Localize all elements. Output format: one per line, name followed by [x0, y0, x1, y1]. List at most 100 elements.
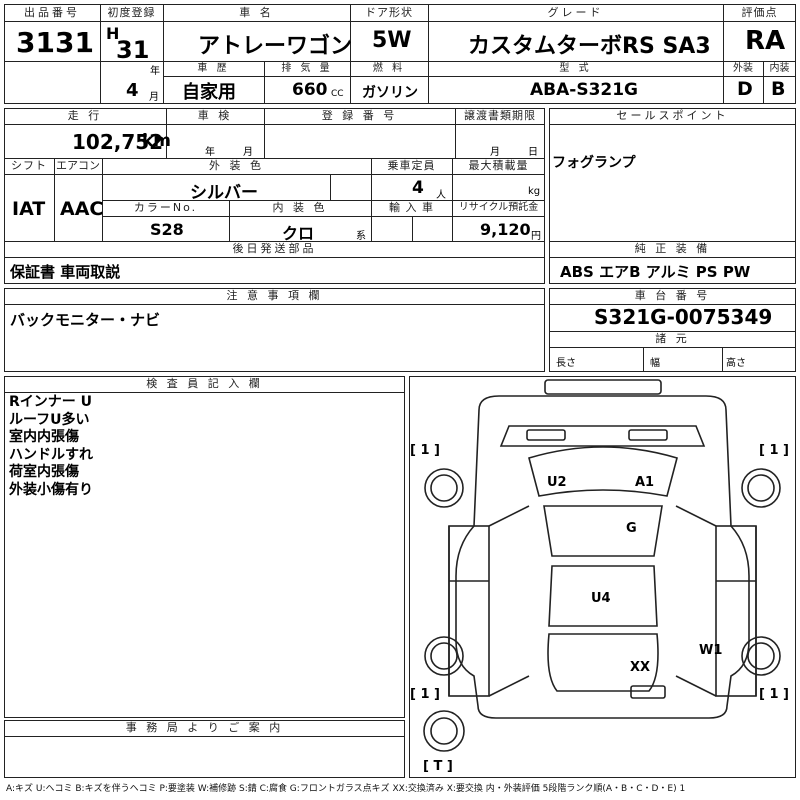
sales-point-label: セールスポイント	[616, 109, 729, 122]
damage-legend: A:キズ U:ヘコミ B:キズを伴うヘコミ P:要塗装 W:補修跡 S:錆 C:…	[6, 784, 686, 794]
score-label: 評価点	[741, 6, 778, 19]
header-block	[4, 4, 796, 104]
inspector-line: Rインナー U	[9, 394, 93, 410]
displacement-value: 660	[292, 80, 328, 100]
mark-w1: W1	[699, 643, 722, 658]
reg-number-label: 登 録 番 号	[321, 109, 398, 122]
chassis-value: S321G-0075349	[594, 305, 773, 329]
header-divider	[4, 21, 796, 22]
load-unit: kg	[528, 186, 541, 197]
interior-label: 内装	[769, 63, 790, 74]
shift-label: シフト	[11, 159, 47, 172]
mark-a1: A1	[635, 475, 654, 490]
grade-value: カスタムターボRS SA3	[468, 34, 711, 59]
mileage-label: 走 行	[67, 109, 103, 122]
shift-value: IAT	[12, 198, 46, 220]
recycle-unit: 円	[531, 231, 541, 242]
recycle-value: 9,120	[480, 220, 531, 239]
mark-u4: U4	[591, 591, 611, 606]
sales-point-block	[549, 108, 796, 284]
exterior-value: D	[737, 78, 753, 100]
exterior-label: 外装	[733, 63, 753, 74]
inspector-label: 検 査 員 記 入 欄	[146, 377, 263, 390]
ac-label: エアコン	[56, 159, 100, 172]
history-value: 自家用	[182, 82, 236, 103]
capacity-label: 乗車定員	[387, 159, 436, 172]
load-label: 最大積載量	[468, 159, 529, 172]
office-block	[4, 720, 405, 778]
interior-value: B	[771, 78, 786, 100]
color-no-label: カラーNo.	[133, 201, 198, 214]
later-parts-label: 後日発送部品	[232, 242, 317, 255]
import-label: 輸 入 車	[389, 201, 434, 214]
tire-tl-label: [ 1 ]	[410, 443, 440, 458]
inspector-line: 外装小傷有り	[9, 481, 93, 498]
width-label: 幅	[650, 358, 660, 369]
inspector-line: 室内内張傷	[9, 429, 79, 445]
door-label: ドア形状	[365, 6, 413, 19]
model-label: 型 式	[559, 63, 592, 74]
mark-g: G	[626, 521, 637, 536]
notes-value: バックモニター・ナビ	[10, 311, 161, 329]
inspection-year-unit: 年	[205, 147, 215, 158]
length-label: 長さ	[556, 358, 576, 369]
car-name-label: 車 名	[239, 6, 274, 19]
ext-color-label: 外 装 色	[209, 159, 264, 172]
height-label: 高さ	[726, 358, 746, 369]
spare-label: [ T ]	[423, 759, 453, 774]
recycle-label: リサイクル預託金	[458, 202, 539, 213]
main-info-block	[4, 108, 545, 284]
lot-number-label: 出品番号	[24, 6, 80, 19]
lot-number: 3131	[16, 26, 94, 59]
chassis-block	[549, 288, 796, 372]
transfer-day-unit: 日	[528, 147, 538, 158]
car-diagram: U2 A1 G U4 W1 XX [ 1 ] [ 1 ] [ 1 ] [ 1 ]…	[410, 379, 789, 774]
inspector-line: ハンドルすれ	[9, 446, 93, 463]
transfer-month-unit: 月	[490, 147, 500, 158]
car-diagram-block	[409, 376, 796, 778]
ac-value: AAC	[60, 198, 104, 220]
int-color-value: クロ	[282, 224, 315, 243]
displacement-label: 排 気 量	[281, 63, 333, 74]
era: H	[106, 24, 120, 43]
notes-block	[4, 288, 545, 372]
sales-point-value: フォグランプ	[552, 155, 636, 171]
mark-xx: XX	[630, 660, 650, 675]
car-name: アトレーワゴン	[198, 34, 353, 59]
inspector-notes: Rインナー U ルーフU多い 室内内張傷 ハンドルすれ 荷室内張傷 外装小傷有り	[9, 394, 93, 499]
inspector-line: 荷室内張傷	[9, 464, 79, 480]
history-label: 車 歴	[197, 63, 230, 74]
model-value: ABA-S321G	[530, 80, 639, 100]
reg-month: 4	[126, 80, 139, 101]
mark-u2: U2	[547, 475, 567, 490]
tire-bl-label: [ 1 ]	[410, 687, 440, 702]
door-value: 5W	[372, 28, 412, 53]
genuine-label: 純 正 装 備	[634, 242, 711, 255]
chassis-label: 車 台 番 号	[634, 289, 711, 302]
int-color-unit: 系	[356, 231, 366, 242]
int-color-label: 内 装 色	[272, 201, 328, 214]
grade-label: グレード	[547, 6, 604, 19]
genuine-value: ABS エアB アルミ PS PW	[560, 263, 751, 281]
displacement-unit: CC	[331, 89, 344, 99]
later-parts-value: 保証書 車両取説	[10, 263, 121, 281]
ext-color-value: シルバー	[190, 183, 258, 203]
fuel-label: 燃 料	[372, 63, 406, 74]
fuel-value: ガソリン	[362, 85, 418, 101]
inspector-line: ルーフU多い	[9, 411, 90, 428]
capacity-unit: 人	[436, 190, 446, 201]
spec-label: 諸 元	[655, 332, 690, 345]
year-unit: 年	[150, 66, 160, 77]
mileage-unit: km	[142, 131, 172, 151]
inspection-month-unit: 月	[243, 147, 253, 158]
transfer-label: 譲渡書類期限	[464, 109, 536, 122]
month-unit: 月	[149, 92, 159, 103]
inspector-block	[4, 376, 405, 718]
tire-tr-label: [ 1 ]	[759, 443, 789, 458]
notes-label: 注 意 事 項 欄	[226, 289, 323, 302]
capacity-value: 4	[412, 178, 424, 198]
tire-br-label: [ 1 ]	[759, 687, 789, 702]
color-no-value: S28	[150, 220, 184, 239]
mileage-value: 102,752	[72, 130, 164, 154]
